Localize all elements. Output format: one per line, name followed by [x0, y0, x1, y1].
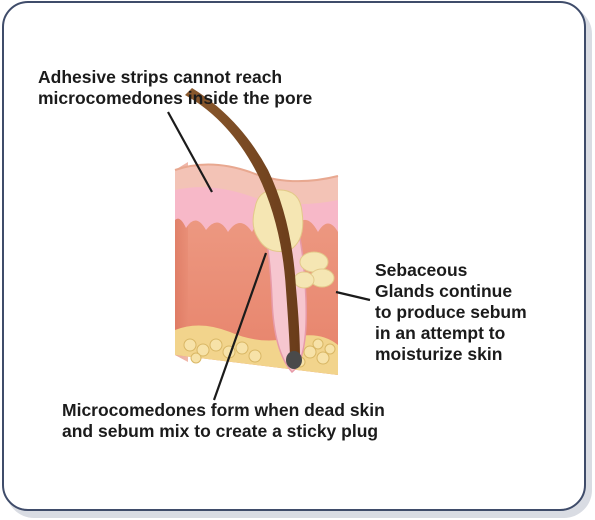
- annotation-adhesive-strips: Adhesive strips cannot reach microcomedo…: [38, 67, 312, 109]
- annotation-line: to produce sebum: [375, 302, 527, 323]
- annotation-line: microcomedones inside the pore: [38, 88, 312, 109]
- annotation-line: in an attempt to: [375, 323, 527, 344]
- annotation-line: moisturize skin: [375, 344, 527, 365]
- annotation-sebaceous-glands: Sebaceous Glands continue to produce seb…: [375, 260, 527, 365]
- annotation-line: Adhesive strips cannot reach: [38, 67, 312, 88]
- annotation-line: Glands continue: [375, 281, 527, 302]
- annotation-line: Microcomedones form when dead skin: [62, 400, 385, 421]
- leader-line-right: [336, 292, 370, 300]
- hair-bulb: [286, 351, 302, 369]
- annotation-microcomedones: Microcomedones form when dead skin and s…: [62, 400, 385, 442]
- annotation-line: Sebaceous: [375, 260, 527, 281]
- annotation-line: and sebum mix to create a sticky plug: [62, 421, 385, 442]
